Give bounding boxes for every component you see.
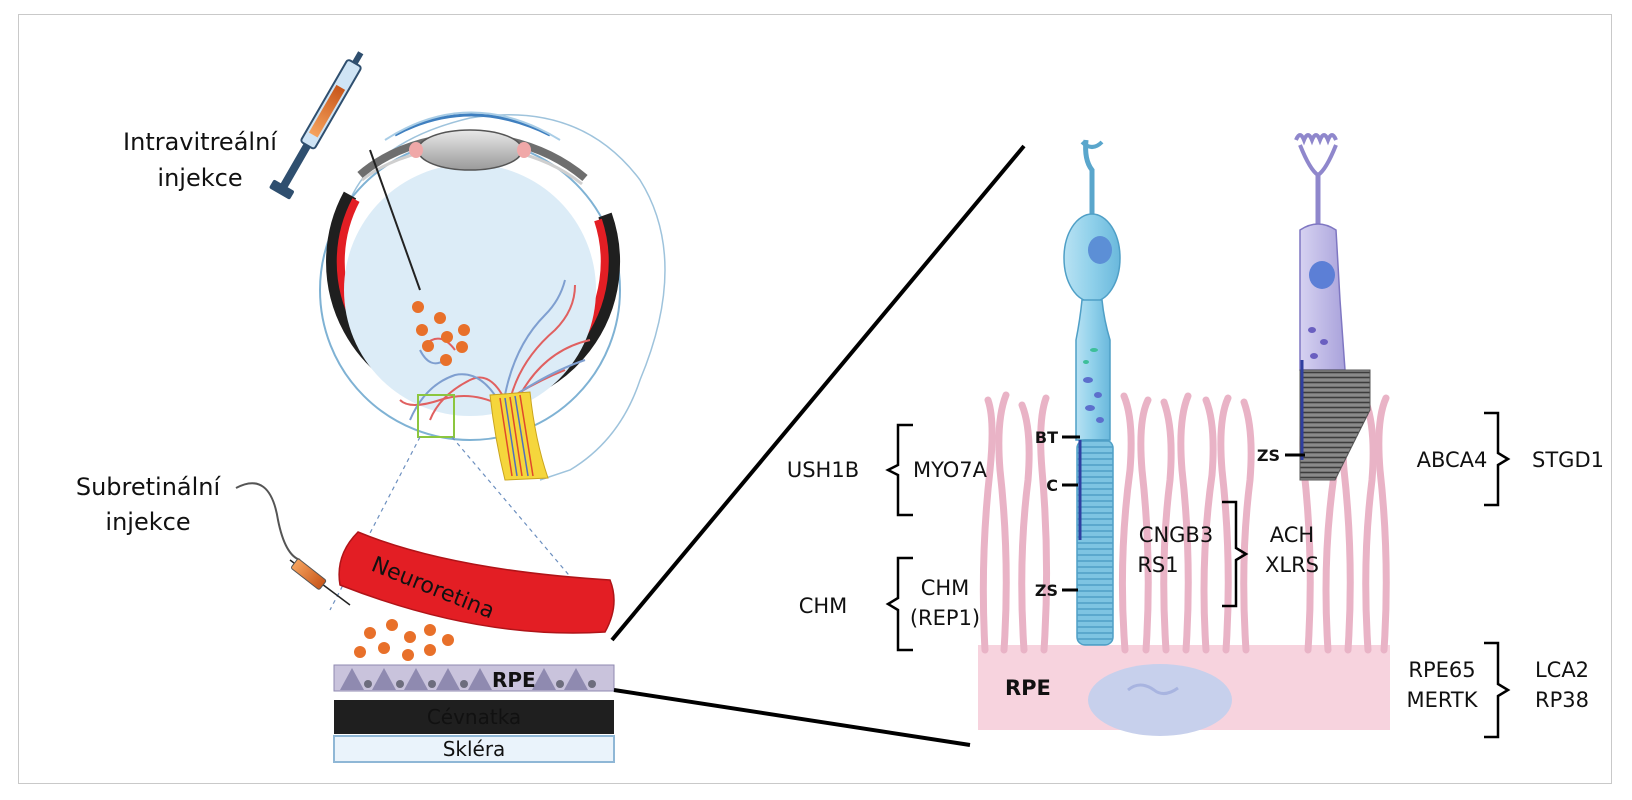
abca4-label: ABCA4 — [1417, 448, 1488, 472]
rpe65-label: RPE65 — [1408, 658, 1475, 682]
subretinal-label-line2: injekce — [105, 508, 190, 536]
bt-label: BT — [1035, 428, 1058, 447]
rp38-label: RP38 — [1535, 688, 1589, 712]
chm-gene-line1: CHM — [921, 576, 970, 600]
zoom-line-top — [610, 144, 1026, 642]
zoom-line-bottom — [613, 688, 971, 747]
vitreous — [344, 164, 596, 416]
ush1b-label: USH1B — [787, 458, 859, 482]
bracket-rpe65-mertk — [1484, 641, 1511, 739]
zs-cone-label: ZS — [1257, 446, 1280, 465]
chm-gene-line2: (REP1) — [910, 606, 980, 630]
neuroretina-layer — [338, 531, 615, 634]
gene-annotations: USH1B MYO7A CHM CHM (REP1) CNGB3 RS1 ACH… — [787, 411, 1604, 739]
rod-cell — [1063, 139, 1121, 646]
bracket-cngb3-rs1 — [1222, 500, 1249, 608]
intravitreal-label-line2: injekce — [157, 164, 242, 192]
choroid-layer — [334, 700, 614, 734]
subretinal-label-line1: Subretinální — [76, 473, 222, 501]
rpe-label-left: RPE — [492, 668, 536, 692]
bracket-myo7a — [885, 423, 913, 517]
ach-label: ACH — [1270, 523, 1314, 547]
sclera-layer — [333, 735, 615, 763]
rpe-label-right: RPE — [1005, 676, 1051, 700]
sklera-label: Skléra — [443, 737, 506, 761]
cone-outer-segment — [1299, 369, 1371, 481]
xlrs-label: XLRS — [1265, 553, 1319, 577]
bracket-abca4 — [1484, 411, 1511, 507]
figure-frame — [18, 14, 1612, 784]
c-label: C — [1046, 476, 1058, 495]
rs1-label: RS1 — [1137, 553, 1178, 577]
rod-outer-segment — [1076, 439, 1114, 646]
eye-illustration — [319, 111, 666, 611]
zoom-selection-box — [417, 394, 455, 438]
intravitreal-syringe-icon — [269, 51, 421, 291]
stgd1-label: STGD1 — [1532, 448, 1604, 472]
vector-particles-intravitreal — [412, 301, 470, 366]
myo7a-label: MYO7A — [913, 458, 988, 482]
mertk-label: MERTK — [1406, 688, 1478, 712]
lca2-label: LCA2 — [1535, 658, 1589, 682]
intravitreal-label-line1: Intravitreální — [123, 128, 278, 156]
lens — [417, 129, 523, 171]
photoreceptor-illustration: RPE — [978, 133, 1390, 736]
subretinal-syringe-icon — [235, 482, 351, 606]
chm-disease-label: CHM — [799, 594, 848, 618]
bracket-chm — [885, 556, 913, 652]
layer-stack: RPE Cévnatka Skléra — [333, 664, 615, 763]
vector-particles-subretinal — [354, 619, 454, 661]
cngb3-label: CNGB3 — [1139, 523, 1213, 547]
rpe-nucleus — [1088, 664, 1232, 736]
cone-cell — [1294, 133, 1371, 481]
zs-rod-label: ZS — [1035, 581, 1058, 600]
optic-nerve — [489, 391, 549, 481]
cevnatka-label: Cévnatka — [427, 705, 521, 729]
